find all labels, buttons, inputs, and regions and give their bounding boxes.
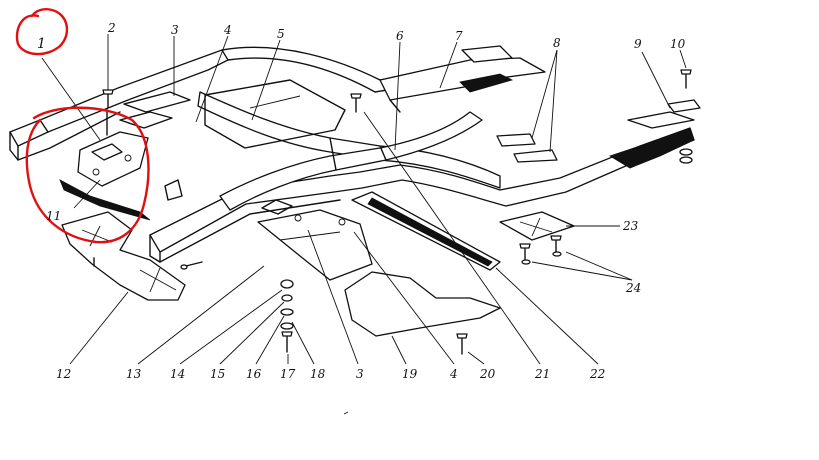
callout-21: 21 — [534, 367, 550, 381]
callout-22: 22 — [589, 367, 605, 381]
inner-panel — [204, 79, 346, 149]
callout-9: 9 — [634, 37, 642, 51]
pad-9 — [627, 99, 701, 129]
skid-plate-12 — [61, 211, 186, 301]
callout-20: 20 — [479, 367, 496, 381]
callout-17: 17 — [280, 367, 296, 381]
bolt-20 — [456, 333, 468, 355]
callout-4-lower: 4 — [449, 367, 458, 381]
plate-23 — [499, 211, 575, 241]
stud-stack-14-18 — [280, 279, 294, 353]
callout-7: 7 — [455, 29, 463, 43]
reinforcement-22 — [351, 191, 501, 271]
callout-5: 5 — [277, 27, 285, 41]
callout-15: 15 — [210, 367, 225, 381]
callout-3-lower: 3 — [356, 367, 364, 381]
callout-16: 16 — [246, 367, 262, 381]
callout-24: 24 — [625, 281, 641, 295]
upper-rail — [379, 57, 546, 113]
callout-4: 4 — [223, 23, 232, 37]
callout-13: 13 — [126, 367, 142, 381]
lower-shield-19 — [344, 271, 501, 337]
left-side-member — [9, 46, 501, 161]
highlight-circle-label-1 — [15, 8, 69, 56]
callout-18: 18 — [310, 367, 326, 381]
scan-mark — [343, 411, 349, 415]
bolt-21 — [350, 93, 362, 113]
bolt-10 — [679, 69, 693, 164]
leader-lines — [41, 34, 687, 365]
callout-8: 8 — [553, 36, 561, 50]
callout-14: 14 — [170, 367, 185, 381]
callout-23: 23 — [622, 219, 639, 233]
callout-1: 1 — [37, 36, 46, 52]
highlight-markups — [15, 8, 150, 244]
callout-12: 12 — [56, 367, 71, 381]
bolt-left — [93, 257, 203, 270]
center-plate — [257, 199, 373, 281]
callout-11: 11 — [46, 209, 61, 223]
highlight-circle-bracket-11 — [25, 106, 150, 244]
callout-19: 19 — [402, 367, 418, 381]
callout-6: 6 — [396, 29, 404, 43]
callout-3: 3 — [171, 23, 179, 37]
callout-labels: 1 2 3 4 5 6 7 8 9 10 11 12 13 14 15 16 1… — [37, 21, 686, 381]
callout-10: 10 — [670, 37, 686, 51]
callout-2: 2 — [107, 21, 116, 35]
bolt-2 — [102, 89, 114, 109]
bolts-24 — [519, 235, 562, 265]
pads-8 — [461, 45, 558, 163]
